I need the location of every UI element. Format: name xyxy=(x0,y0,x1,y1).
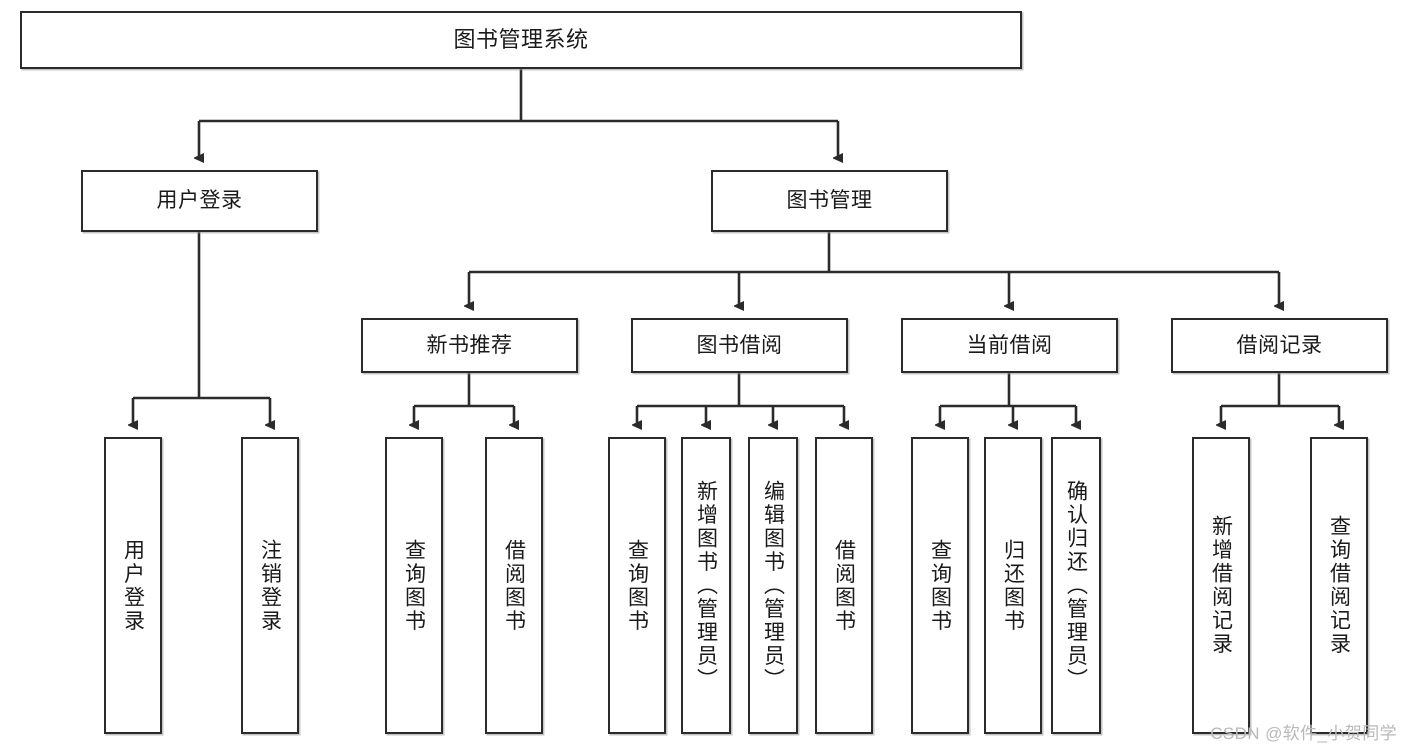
node-borrow-record[interactable]: 借阅记录 xyxy=(1171,318,1388,373)
node-leaf-query-book-1[interactable]: 查询图书 xyxy=(385,437,443,734)
node-leaf-query-book-2[interactable]: 查询图书 xyxy=(608,437,666,734)
node-new-book-recommend[interactable]: 新书推荐 xyxy=(361,318,578,373)
node-leaf-user-login-label: 用户登录 xyxy=(121,538,145,633)
node-leaf-edit-book-admin[interactable]: 编辑图书（管理员） xyxy=(748,437,798,734)
node-leaf-confirm-return-admin-label: 确认归还（管理员） xyxy=(1064,479,1088,692)
node-leaf-query-book-2-label: 查询图书 xyxy=(625,538,649,633)
node-leaf-edit-book-admin-label: 编辑图书（管理员） xyxy=(761,479,785,692)
csdn-watermark: CSDN @软件_小贺同学 xyxy=(1210,724,1397,743)
node-borrow-record-label: 借阅记录 xyxy=(1236,333,1323,357)
node-leaf-query-book-1-label: 查询图书 xyxy=(402,538,426,633)
node-leaf-borrow-book-2[interactable]: 借阅图书 xyxy=(815,437,873,734)
node-leaf-add-borrow-record[interactable]: 新增借阅记录 xyxy=(1192,437,1250,734)
node-current-borrow-label: 当前借阅 xyxy=(966,333,1053,357)
node-leaf-add-book-admin-label: 新增图书（管理员） xyxy=(694,479,718,692)
node-leaf-borrow-book-1-label: 借阅图书 xyxy=(502,538,526,633)
node-leaf-query-book-3[interactable]: 查询图书 xyxy=(911,437,969,734)
node-leaf-borrow-book-1[interactable]: 借阅图书 xyxy=(485,437,543,734)
node-current-borrow[interactable]: 当前借阅 xyxy=(901,318,1118,373)
node-leaf-user-login[interactable]: 用户登录 xyxy=(104,437,162,734)
node-leaf-logout-login[interactable]: 注销登录 xyxy=(241,437,299,734)
node-book-borrow[interactable]: 图书借阅 xyxy=(631,318,848,373)
node-user-login-label: 用户登录 xyxy=(156,189,243,213)
node-book-manage[interactable]: 图书管理 xyxy=(711,170,948,232)
node-leaf-add-borrow-record-label: 新增借阅记录 xyxy=(1209,515,1233,656)
node-leaf-logout-login-label: 注销登录 xyxy=(258,538,282,633)
node-leaf-return-book[interactable]: 归还图书 xyxy=(984,437,1042,734)
node-leaf-add-book-admin[interactable]: 新增图书（管理员） xyxy=(681,437,731,734)
node-user-login[interactable]: 用户登录 xyxy=(81,170,318,232)
node-root-label: 图书管理系统 xyxy=(453,26,589,52)
node-leaf-return-book-label: 归还图书 xyxy=(1001,538,1025,633)
node-leaf-query-borrow-record[interactable]: 查询借阅记录 xyxy=(1310,437,1368,734)
node-leaf-borrow-book-2-label: 借阅图书 xyxy=(832,538,856,633)
node-book-manage-label: 图书管理 xyxy=(786,189,873,213)
node-new-book-recommend-label: 新书推荐 xyxy=(426,333,513,357)
node-root[interactable]: 图书管理系统 xyxy=(20,11,1022,69)
node-leaf-confirm-return-admin[interactable]: 确认归还（管理员） xyxy=(1051,437,1101,734)
node-leaf-query-borrow-record-label: 查询借阅记录 xyxy=(1327,515,1351,656)
node-book-borrow-label: 图书借阅 xyxy=(696,333,783,357)
node-leaf-query-book-3-label: 查询图书 xyxy=(928,538,952,633)
